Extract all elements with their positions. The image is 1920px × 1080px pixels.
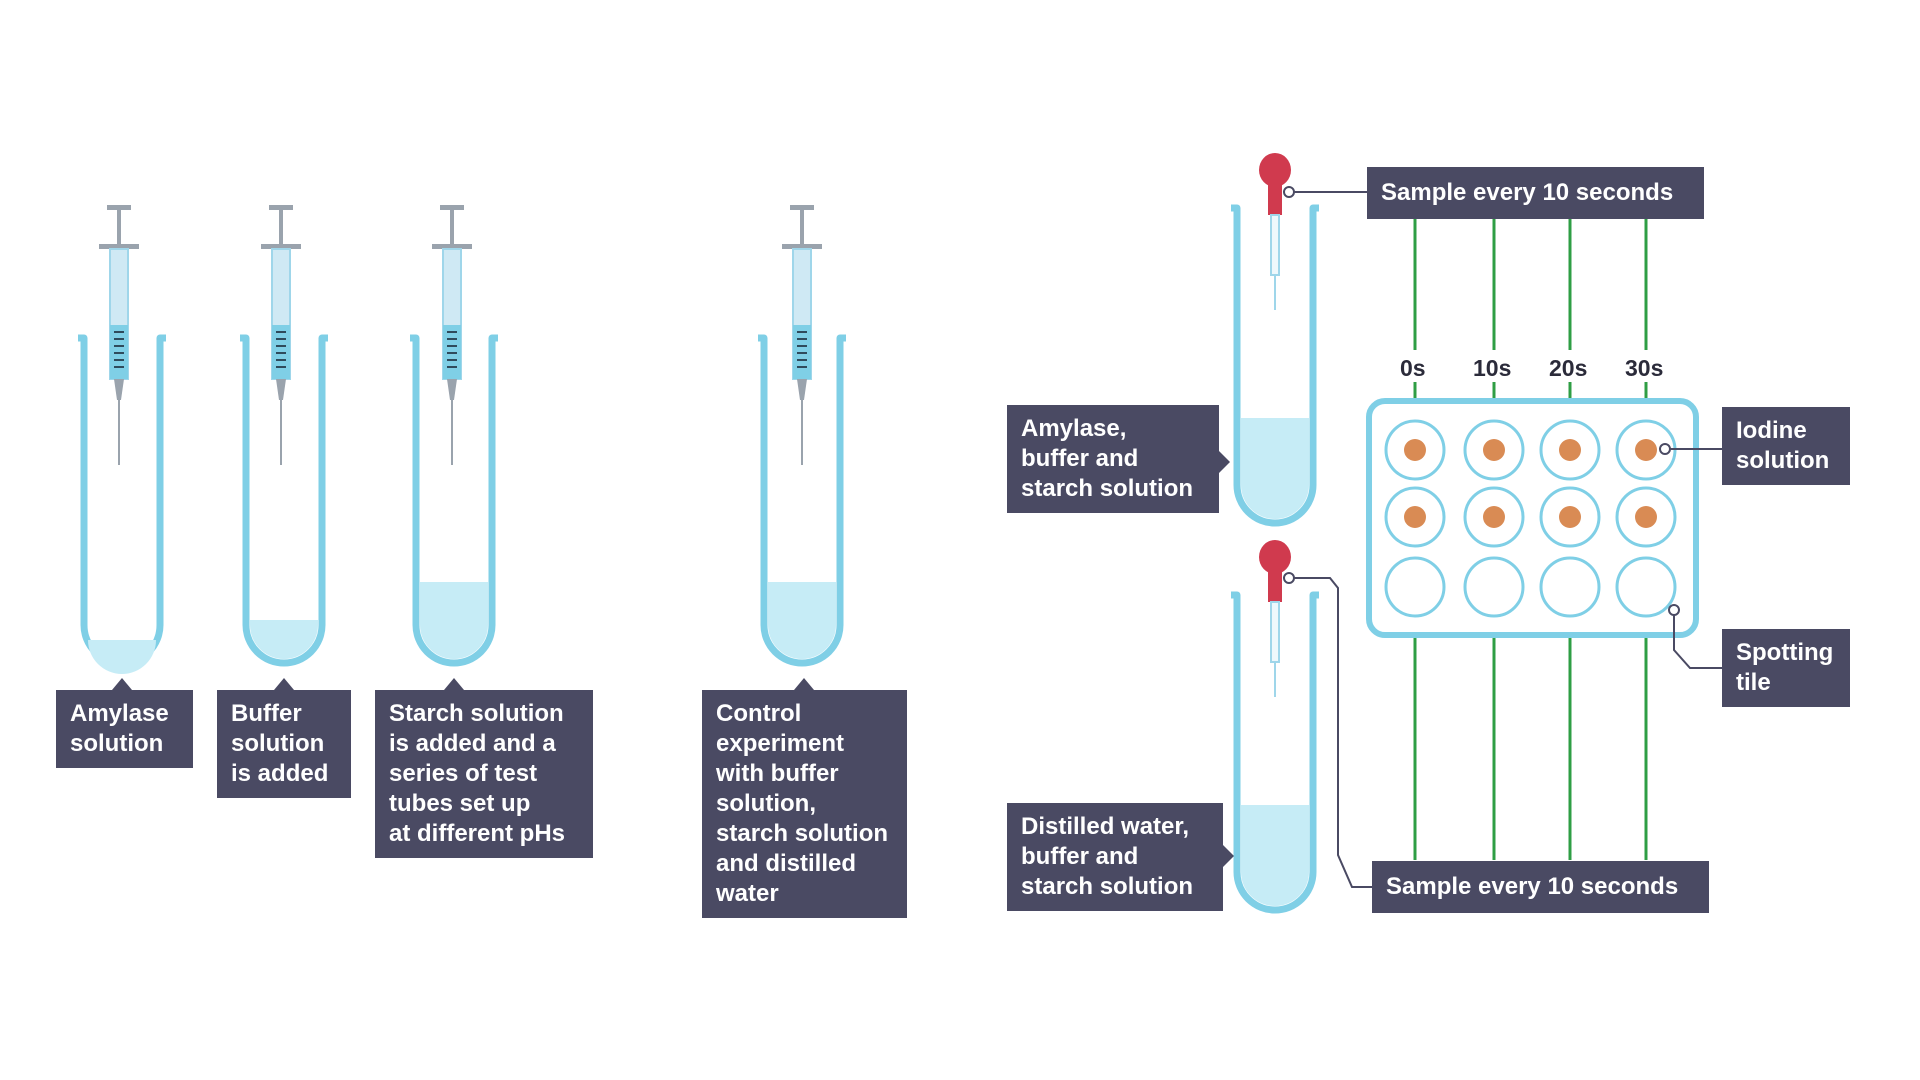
- label-line: tubes set up: [389, 790, 531, 817]
- label-line: Amylase,: [1021, 415, 1127, 442]
- label-line: Control: [716, 700, 802, 727]
- tube-starch: [410, 334, 498, 667]
- label-line: Spotting: [1736, 639, 1834, 666]
- tube-buffer: [240, 334, 328, 667]
- label-line: series of test: [389, 760, 538, 787]
- label-spotting-tile: Spotting tile: [1722, 629, 1850, 707]
- label-sample-top: Sample every 10 seconds: [1367, 167, 1704, 219]
- syringe-icon: [782, 205, 822, 465]
- pointer-starch: [444, 678, 464, 690]
- label-tube-top: Amylase, buffer and starch solution: [1007, 405, 1219, 513]
- label-line: solution,: [716, 790, 816, 817]
- label-line: starch solution: [1021, 475, 1194, 502]
- tube-reaction: [1231, 204, 1319, 527]
- label-line: Sample every 10 seconds: [1381, 179, 1674, 206]
- label-line: is added: [231, 760, 329, 787]
- time-label-10s: 10s: [1473, 355, 1512, 381]
- tube-amylase: [78, 334, 166, 674]
- label-line: Distilled water,: [1021, 813, 1190, 840]
- label-line: is added and a: [389, 730, 556, 757]
- tube-control: [758, 334, 846, 667]
- liquid-buffer: [250, 620, 318, 659]
- leader-lines: [1289, 191, 1724, 888]
- liquid-starch: [420, 582, 488, 659]
- label-line: Iodine: [1736, 417, 1807, 444]
- liquid-control: [768, 582, 836, 659]
- liquid-control-right: [1241, 805, 1309, 906]
- label-sample-bottom: Sample every 10 seconds: [1372, 861, 1709, 913]
- label-starch-solution: Starch solution is added and a series of…: [375, 690, 593, 858]
- label-line: Buffer: [231, 700, 302, 727]
- liquid-amylase: [88, 640, 156, 674]
- tube-control-right: [1231, 591, 1319, 914]
- label-amylase-solution: Amylase solution: [56, 690, 193, 768]
- label-line: and distilled: [716, 850, 857, 877]
- label-line: starch solution: [1021, 873, 1194, 900]
- spotting-tile-icon: [1366, 398, 1699, 638]
- label-line: solution: [231, 730, 325, 757]
- label-line: buffer and: [1021, 843, 1139, 870]
- leader-dots: [1283, 186, 1680, 616]
- label-tube-bottom: Distilled water, buffer and starch solut…: [1007, 803, 1223, 911]
- label-line: Amylase: [70, 700, 169, 727]
- label-line: starch solution: [716, 820, 889, 847]
- liquid-reaction: [1241, 418, 1309, 519]
- syringe-icon: [261, 205, 301, 465]
- label-line: Sample every 10 seconds: [1386, 873, 1679, 900]
- label-line: with buffer: [716, 760, 839, 787]
- label-buffer-solution: Buffer solution is added: [217, 690, 351, 798]
- pointer-tube-bottom: [1222, 844, 1234, 868]
- syringe-icon: [99, 205, 139, 465]
- label-iodine-solution: Iodine solution: [1722, 407, 1850, 485]
- label-line: experiment: [716, 730, 845, 757]
- syringe-icon: [432, 205, 472, 465]
- time-label-0s: 0s: [1400, 355, 1426, 381]
- label-line: tile: [1736, 669, 1771, 696]
- sampling-arrows-top: [1413, 218, 1654, 425]
- label-line: water: [716, 880, 779, 907]
- label-line: at different pHs: [389, 820, 566, 847]
- dropper-icon: [1259, 540, 1291, 697]
- time-label-20s: 20s: [1549, 355, 1588, 381]
- pointer-amylase: [112, 678, 132, 690]
- time-label-30s: 30s: [1625, 355, 1664, 381]
- pointer-control: [794, 678, 814, 690]
- label-line: Starch solution: [389, 700, 564, 727]
- label-line: solution: [70, 730, 164, 757]
- label-line: buffer and: [1021, 445, 1139, 472]
- pointer-tube-top: [1218, 450, 1230, 474]
- dropper-icon: [1259, 153, 1291, 310]
- pointer-buffer: [274, 678, 294, 690]
- label-line: solution: [1736, 447, 1830, 474]
- label-control-experiment: Control experiment with buffer solution,…: [702, 690, 907, 918]
